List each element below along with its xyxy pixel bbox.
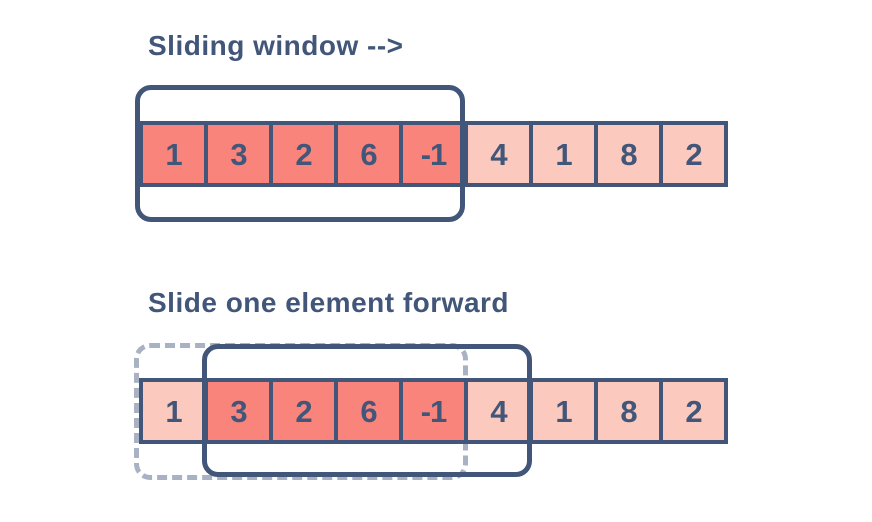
cell-value: 4	[490, 393, 507, 429]
array-cell: 1	[139, 121, 208, 187]
cell-value: 4	[490, 136, 507, 172]
window-outline-current	[202, 344, 532, 477]
array-cell: 1	[529, 378, 598, 444]
array-cell: 8	[594, 121, 663, 187]
cell-value: 1	[555, 136, 572, 172]
cell-value: 8	[620, 393, 637, 429]
array-cell: 1	[139, 378, 208, 444]
cell-value: 2	[295, 393, 312, 429]
cell-value: 3	[230, 393, 247, 429]
cell-value: 1	[165, 136, 182, 172]
array-cell: 8	[594, 378, 663, 444]
cell-value: 3	[230, 136, 247, 172]
array-cell: 4	[464, 121, 533, 187]
array-cell: 2	[659, 378, 728, 444]
cell-value: 2	[295, 136, 312, 172]
cell-value: -1	[420, 393, 448, 429]
array-row-top: 1 3 2 6 -1 4 1 8 2	[139, 121, 728, 187]
array-cell: 1	[529, 121, 598, 187]
cell-value: 6	[360, 136, 377, 172]
section-title-sliding-window: Sliding window -->	[148, 30, 404, 61]
cell-value: -1	[420, 136, 448, 172]
cell-value: 6	[360, 393, 377, 429]
cell-value: 2	[685, 393, 702, 429]
array-cell: -1	[399, 121, 468, 187]
cell-value: 2	[685, 136, 702, 172]
array-cell: 4	[464, 378, 533, 444]
cell-value: 1	[555, 393, 572, 429]
cell-value: 1	[165, 393, 182, 429]
array-cell: 2	[269, 121, 338, 187]
array-cell: 3	[204, 121, 273, 187]
window-outline-current	[135, 85, 465, 222]
array-cell: 2	[659, 121, 728, 187]
section-title-slide-forward: Slide one element forward	[148, 287, 510, 318]
cell-value: 8	[620, 136, 637, 172]
